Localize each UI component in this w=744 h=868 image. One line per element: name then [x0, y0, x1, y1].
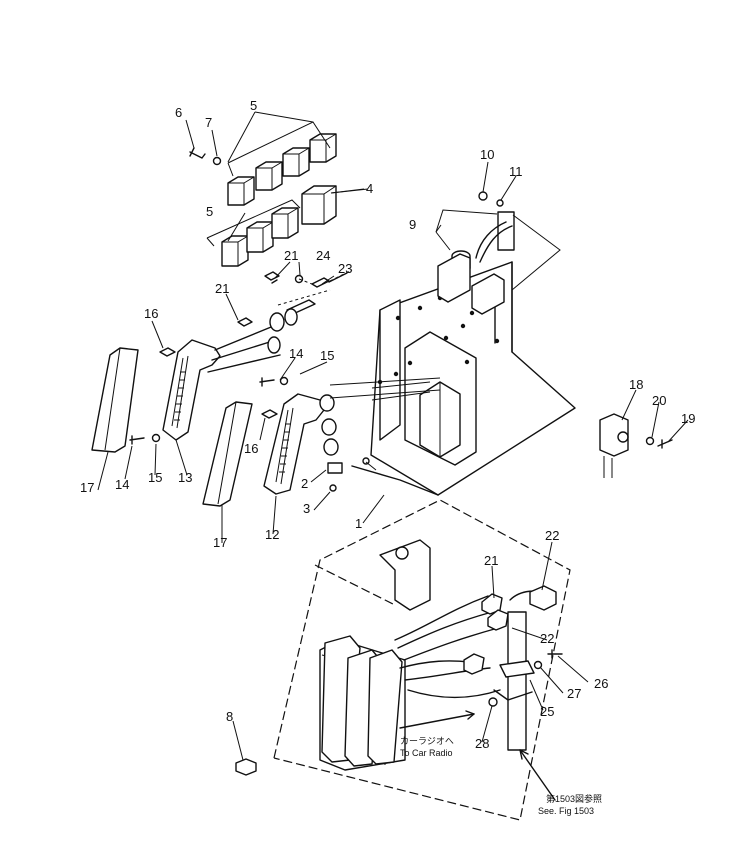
callout-20: 20	[652, 393, 666, 408]
mounting-plate	[351, 261, 576, 496]
connector-12	[263, 377, 441, 495]
callout-21-bottom: 21	[484, 553, 498, 568]
notes: カーラジオへ To Car Radio 第1503図参照 See. Fig 15…	[400, 736, 602, 816]
callout-17-left: 17	[80, 480, 94, 495]
callout-7: 7	[205, 115, 212, 130]
callout-27: 27	[567, 686, 581, 701]
connector-13	[162, 308, 298, 441]
callout-16-right: 16	[244, 441, 258, 456]
callout-13: 13	[178, 470, 192, 485]
callout-21-top: 21	[284, 248, 298, 263]
callout-15-bottom: 15	[148, 470, 162, 485]
callout-12: 12	[265, 527, 279, 542]
callout-16-left: 16	[144, 306, 158, 321]
callout-10: 10	[480, 147, 494, 162]
relay-group	[189, 121, 369, 267]
callout-2: 2	[301, 476, 308, 491]
clip-screw-group	[129, 347, 289, 445]
callout-22-top: 22	[545, 528, 559, 543]
leader-lines	[97, 111, 689, 761]
note-see-fig-jp: 第1503図参照	[546, 793, 602, 804]
callout-22-mid: 22	[540, 631, 554, 646]
cigarette-lighter	[435, 191, 561, 315]
harness-assembly	[235, 499, 571, 821]
callout-26: 26	[594, 676, 608, 691]
callout-14-top: 14	[289, 346, 303, 361]
callouts: 6 7 5 5 4 9 10 11 21 24 23 21 16 14 15 1…	[80, 98, 695, 751]
cover-17	[91, 347, 253, 507]
callout-11: 11	[509, 164, 523, 179]
note-car-radio-jp: カーラジオへ	[400, 736, 454, 746]
lamp-socket-group	[237, 269, 353, 327]
callout-3: 3	[303, 501, 310, 516]
callout-14-bottom: 14	[115, 477, 129, 492]
callout-18: 18	[629, 377, 643, 392]
callout-23: 23	[338, 261, 352, 276]
callout-5-upper: 5	[250, 98, 257, 113]
callout-9: 9	[409, 217, 416, 232]
note-car-radio-en: To Car Radio	[400, 748, 453, 758]
buzzer-18	[599, 413, 673, 478]
callout-19: 19	[681, 411, 695, 426]
callout-24: 24	[316, 248, 330, 263]
callout-17-right: 17	[213, 535, 227, 550]
callout-1: 1	[355, 516, 362, 531]
callout-6: 6	[175, 105, 182, 120]
note-see-fig-en: See. Fig 1503	[538, 806, 594, 816]
callout-15-top: 15	[320, 348, 334, 363]
callout-5-lower: 5	[206, 204, 213, 219]
callout-21-mid: 21	[215, 281, 229, 296]
callout-28: 28	[475, 736, 489, 751]
callout-8: 8	[226, 709, 233, 724]
callout-4: 4	[366, 181, 373, 196]
callout-25: 25	[540, 704, 554, 719]
